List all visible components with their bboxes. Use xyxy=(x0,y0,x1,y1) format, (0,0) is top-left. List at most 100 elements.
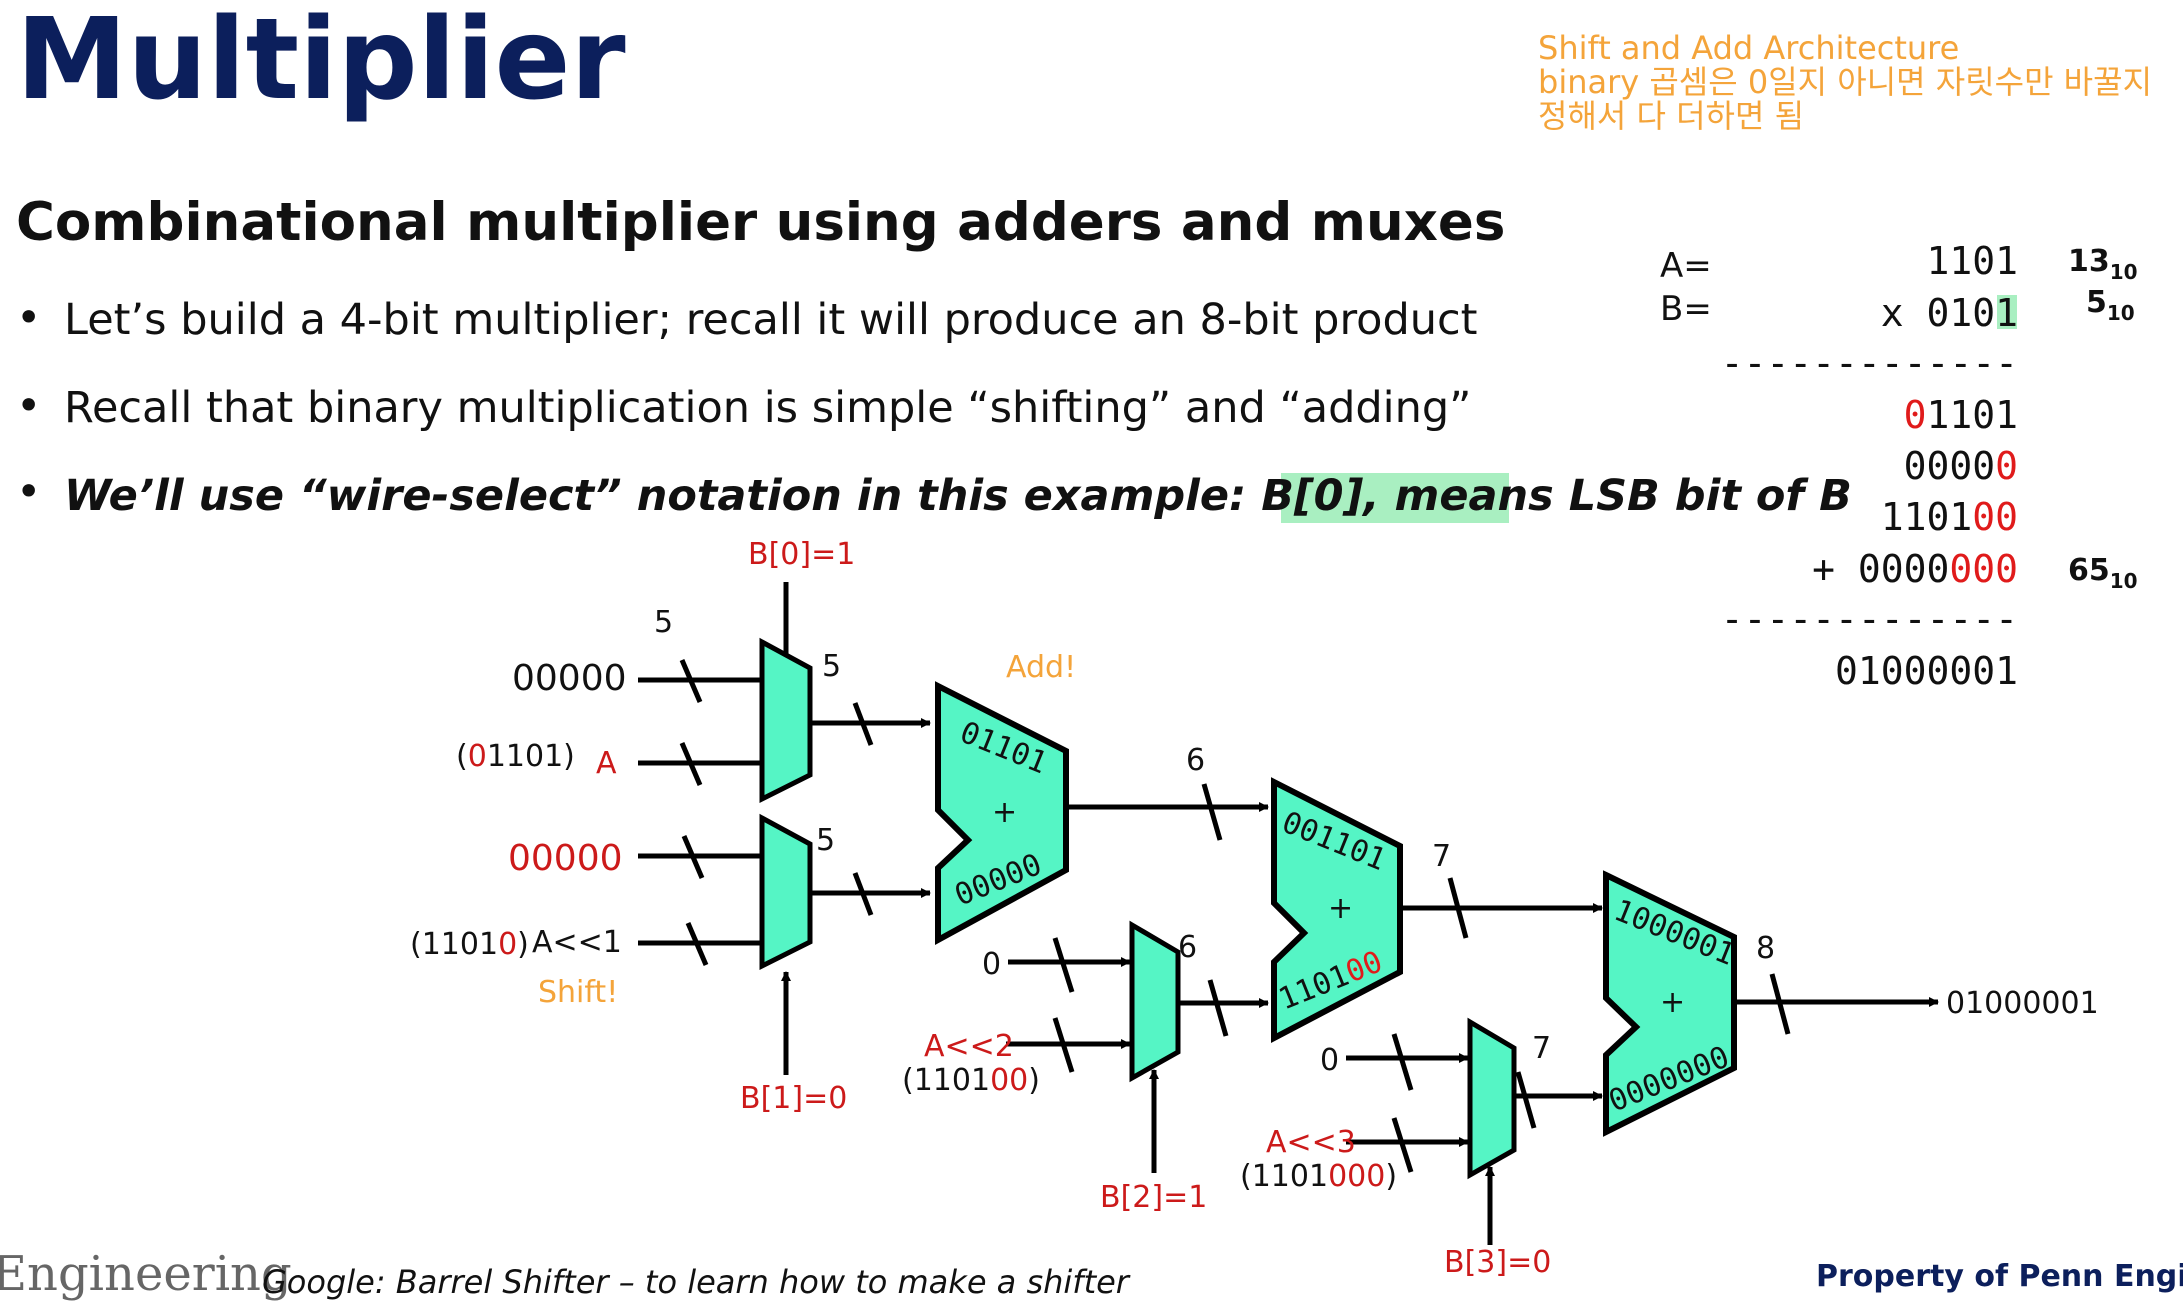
bullet-marker-3: • xyxy=(16,467,41,517)
width-label-5-mux1: 5 xyxy=(822,649,841,684)
mux-b0 xyxy=(759,637,813,804)
input-zero-5: 00000 xyxy=(512,658,627,699)
bus-tick xyxy=(1391,1033,1414,1091)
b1-select-label: B[1]=0 xyxy=(740,1081,847,1116)
a-decimal-base: 10 xyxy=(2110,260,2138,284)
bus-tick xyxy=(1391,1117,1414,1173)
note-line-1: Shift and Add Architecture xyxy=(1538,29,1959,67)
bus-tick xyxy=(679,742,703,786)
b-label: B= xyxy=(1660,289,1712,329)
mux-b1 xyxy=(759,813,813,971)
bus-tick xyxy=(852,702,874,746)
b-last-bit-highlight xyxy=(1997,295,2017,329)
mux4-zero-input: 0 xyxy=(1320,1043,1339,1078)
input-zero-5-red: 00000 xyxy=(508,838,623,879)
bullet-list: • Let’s build a 4-bit multiplier; recall… xyxy=(16,293,1852,523)
bullet-3-main: We’ll use “wire-select” notation in this… xyxy=(64,471,1569,521)
bullet-2: Recall that binary multiplication is sim… xyxy=(64,383,1471,433)
add-note: Add! xyxy=(1006,650,1076,685)
bus-tick xyxy=(1207,979,1229,1037)
width-label-6-adder1: 6 xyxy=(1186,743,1205,778)
partial-4-prefix: + 0000 xyxy=(1812,547,1949,591)
bus-tick xyxy=(1515,1071,1537,1129)
partial-4: + 0000000 xyxy=(1812,547,2018,591)
partial-1-rest: 1101 xyxy=(1926,393,2018,437)
b-decimal-base: 10 xyxy=(2107,301,2135,325)
partial-2: 00000 xyxy=(1904,444,2018,488)
a2-label: A<<2 xyxy=(924,1029,1014,1064)
a-decimal-value: 13 xyxy=(2068,244,2110,279)
input-a-label: A xyxy=(596,746,617,781)
width-label-7-adder2: 7 xyxy=(1432,839,1451,874)
bus-tick xyxy=(1052,1017,1075,1073)
bus-tick xyxy=(681,835,705,879)
bus-tick xyxy=(1447,877,1469,939)
partial-4-red: 000 xyxy=(1949,547,2018,591)
a-decimal: 1310 xyxy=(2068,244,2138,284)
separator-1: ------------- xyxy=(1721,341,2018,385)
adder-1 xyxy=(935,681,1069,946)
mux-b3 xyxy=(1467,1017,1517,1180)
b-decimal: 510 xyxy=(2086,285,2135,325)
b2-select-label: B[2]=1 xyxy=(1100,1180,1207,1215)
adder-1-plus: + xyxy=(992,795,1017,830)
adder-2 xyxy=(1271,777,1403,1043)
mux3-zero-input: 0 xyxy=(982,947,1001,982)
korean-note: Shift and Add Architecture binary 곱셈은 0일… xyxy=(1538,29,2152,135)
slide-subtitle: Combinational multiplier using adders an… xyxy=(16,192,1505,253)
footer-property: Property of Penn Engineering xyxy=(1816,1259,2183,1294)
mux-b2 xyxy=(1129,920,1181,1083)
bus-tick xyxy=(679,659,703,703)
note-line-3: 정해서 다 더하면 됨 xyxy=(1538,97,1804,135)
product-decimal-base: 10 xyxy=(2110,569,2138,593)
footer-note: Google: Barrel Shifter – to learn how to… xyxy=(262,1263,1131,1301)
footer-logo-text: Engineering xyxy=(0,1246,292,1301)
product-decimal: 6510 xyxy=(2068,553,2138,593)
partial-1-red: 0 xyxy=(1904,393,1927,437)
partial-3-red: 00 xyxy=(1972,495,2018,539)
width-label-6-mux3: 6 xyxy=(1178,930,1197,965)
a2-value: (110100) xyxy=(902,1063,1040,1098)
bullet-1: Let’s build a 4-bit multiplier; recall i… xyxy=(64,295,1478,345)
b0-select-label: B[0]=1 xyxy=(748,537,855,572)
partial-3: 110100 xyxy=(1881,495,2018,539)
bus-tick xyxy=(852,872,874,916)
bus-tick xyxy=(1201,783,1223,841)
input-a1-label: A<<1 xyxy=(532,925,622,960)
a3-label: A<<3 xyxy=(1266,1125,1356,1160)
input-a-value: (01101) xyxy=(456,739,575,774)
adder-3 xyxy=(1603,870,1737,1137)
bus-tick xyxy=(1769,973,1791,1035)
separator-2: ------------- xyxy=(1721,597,2018,641)
adder-3-plus: + xyxy=(1660,985,1685,1020)
bullet-3: We’ll use “wire-select” notation in this… xyxy=(64,471,1852,521)
width-label-7-mux4: 7 xyxy=(1532,1031,1551,1066)
b3-select-label: B[3]=0 xyxy=(1444,1245,1551,1280)
slide-title: Multiplier xyxy=(16,0,626,125)
a3-value: (1101000) xyxy=(1240,1159,1397,1194)
bullet-marker-2: • xyxy=(16,381,41,431)
multiplier-circuit: 01101 00000 + 001101 110100 + 1000001 xyxy=(410,537,2099,1280)
a-label: A= xyxy=(1660,246,1712,286)
width-label-5-input: 5 xyxy=(654,605,673,640)
product-decimal-value: 65 xyxy=(2068,553,2110,588)
b-binary-last: 1 xyxy=(1995,291,2018,335)
product-binary: 01000001 xyxy=(1835,649,2018,693)
highlight-box xyxy=(1281,473,1509,523)
worked-example: A= B= 1101 x 0101 ------------- 01101 00… xyxy=(1660,239,2138,693)
adder-2-plus: + xyxy=(1328,891,1353,926)
partial-2-black: 0000 xyxy=(1904,444,1996,488)
partial-3-black: 1101 xyxy=(1881,495,1973,539)
shift-note: Shift! xyxy=(538,975,618,1010)
bullet-marker-1: • xyxy=(16,293,41,343)
bullet-3-highlight: LSB bit of B xyxy=(1569,471,1852,521)
partial-2-red: 0 xyxy=(1995,444,2018,488)
partial-1: 01101 xyxy=(1904,393,2018,437)
b-binary-prefix: x 010 xyxy=(1881,291,1995,335)
a-binary: 1101 xyxy=(1926,239,2018,283)
note-line-2: binary 곱셈은 0일지 아니면 자릿수만 바꿀지 xyxy=(1538,63,2152,101)
product-output: 01000001 xyxy=(1946,986,2099,1021)
width-label-8-output: 8 xyxy=(1756,931,1775,966)
input-a1-value: (11010) xyxy=(410,927,529,962)
